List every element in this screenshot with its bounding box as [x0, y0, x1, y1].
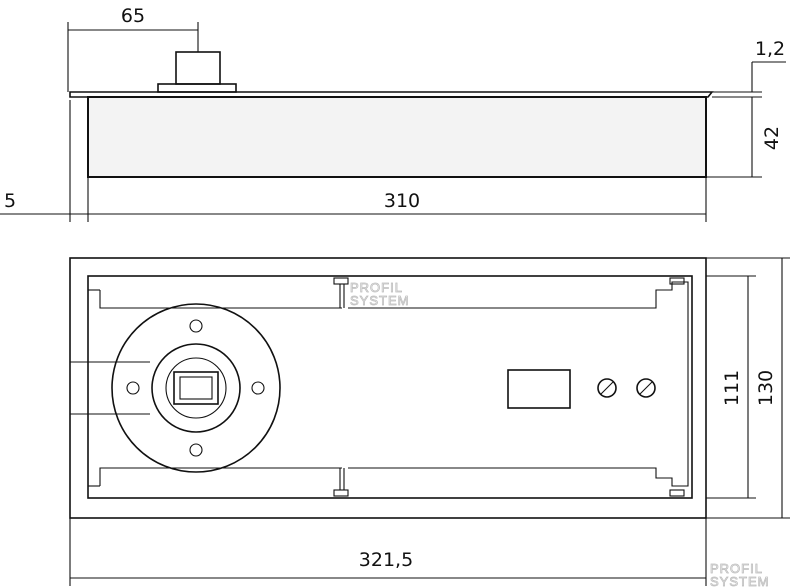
inner-body [87, 275, 693, 499]
dim-321-5: 321,5 [359, 549, 413, 571]
post-bottom [333, 489, 349, 497]
spindle-boss [175, 51, 221, 85]
dim-42: 42 [761, 126, 783, 150]
outer-plate [69, 257, 707, 519]
dim-111: 111 [721, 370, 743, 406]
flange-disc [111, 303, 281, 473]
svg-text:PROFIL: PROFIL [350, 280, 403, 295]
watermark-center: PROFIL SYSTEM [350, 280, 409, 309]
inner-rail [99, 281, 689, 487]
watermark-corner: PROFIL SYSTEM [710, 561, 769, 588]
bolt-hole-bottom [189, 443, 203, 457]
flange-hub [151, 343, 241, 433]
closer-body [87, 96, 707, 178]
svg-text:PROFIL: PROFIL [710, 561, 763, 576]
bolt-hole-right [251, 381, 265, 395]
dim-310: 310 [384, 190, 420, 212]
bolt-hole-top [189, 319, 203, 333]
valve-window [507, 369, 571, 409]
dim-1-2: 1,2 [755, 38, 785, 60]
side-view: 65 1,2 42 5 310 [0, 5, 786, 222]
cover-plate [69, 91, 714, 98]
dim-5: 5 [4, 190, 16, 212]
post-top [333, 277, 349, 285]
dim-65: 65 [121, 5, 145, 27]
adjust-screw-1 [597, 378, 617, 398]
square-spindle-socket [173, 371, 219, 405]
dim-130: 130 [755, 370, 777, 406]
spindle-base [157, 83, 237, 93]
svg-text:SYSTEM: SYSTEM [710, 574, 769, 588]
bolt-hole-left [126, 381, 140, 395]
svg-text:SYSTEM: SYSTEM [350, 293, 409, 308]
plan-view: 111 130 321,5 [69, 257, 790, 586]
adjust-screw-2 [636, 378, 656, 398]
